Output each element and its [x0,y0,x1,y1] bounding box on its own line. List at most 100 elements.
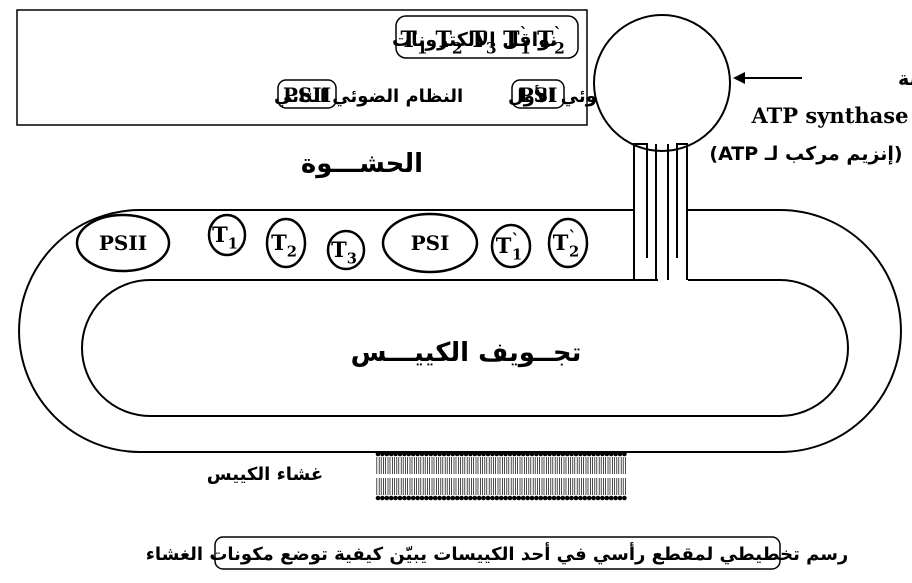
legend-carrier-3-sub: 3 [486,40,497,58]
legend-carrier-4-prime-mark: ` [520,24,528,43]
legend-psii-abbr: PSII [283,83,331,107]
lipid-tail [495,478,499,495]
lipid-head [384,495,390,501]
lipid-head [494,451,500,457]
lipid-head [569,451,574,457]
lipid-tail [433,457,437,474]
lipid-tail [407,478,411,495]
lipid-head [520,495,526,501]
lipid-head [468,495,473,501]
legend-carrier-1-base: T [400,27,417,53]
lipid-head [525,495,530,501]
lipid-tail [561,457,565,474]
lipid-head [582,451,588,457]
lipid-tail [570,478,574,495]
lipid-head [569,495,574,501]
lipid-tail [460,457,464,474]
lipid-head [551,451,557,457]
membrane-component-3-label-base: T [271,230,287,255]
lipid-tail [578,478,582,495]
lipid-head [441,495,447,501]
membrane-inner-line [81,279,849,417]
phospholipid-bilayer [375,451,627,501]
lipid-tail [587,457,591,474]
lipid-head [490,495,495,501]
lipid-head [393,495,398,501]
legend-carrier-2-sub: 2 [452,40,463,58]
membrane-component-5-label: PSI [411,231,450,255]
lipid-tail [464,457,468,474]
lipid-head [375,495,381,501]
membrane-component-6-label-prime-mark: ` [511,231,519,250]
lipid-tail [618,478,622,495]
lipid-head [419,495,425,501]
head-pointer-arrowhead [733,72,745,84]
lipid-tail [504,478,508,495]
lipid-tail [600,478,604,495]
legend-carrier-2-base: T [435,27,452,53]
legend-carrier-4-base: T [503,27,520,53]
membrane-component-4-shape [326,229,366,271]
lipid-tail [416,457,420,474]
lipid-tail [618,457,622,474]
lipid-head [432,495,438,501]
lipid-head [516,495,522,501]
lipid-head [622,495,627,501]
lipid-tail [504,457,508,474]
legend-carrier-1: T1 [400,27,427,58]
lipid-tail [398,478,402,495]
lipid-head [463,495,469,501]
lipid-tail [622,457,626,474]
lipid-tail [407,457,411,474]
lipid-tail [609,457,613,474]
lipid-tail [530,457,534,474]
membrane-component-3-shape [265,217,307,269]
lipid-head [476,495,482,501]
lipid-tail [548,478,552,495]
lipid-head [520,451,526,457]
lipid-tail [398,457,402,474]
atp-synthase-name: ATP synthase [751,103,909,128]
lipid-head [542,451,548,457]
lipid-tail [556,457,560,474]
membrane-component-2: T1 [207,213,247,257]
lumen-label: تجــويف الكييـــس [351,338,582,368]
lipid-tail [517,478,521,495]
lipid-head [503,451,508,457]
atp-stalk-right [676,143,688,280]
caption-frame [214,536,781,570]
thylakoid-membrane [18,209,902,453]
lipid-head [564,495,570,501]
lipid-head [402,495,407,501]
lipid-head [586,451,592,457]
caption-text: رسم تخطيطي لمقطع رأسي في أحد الكييسات يب… [146,542,849,565]
lipid-head [472,495,478,501]
lipid-tail [517,457,521,474]
lipid-tail [530,478,534,495]
lipid-tail [455,478,459,495]
lipid-tail [411,457,415,474]
lipid-tail [385,478,389,495]
lipid-head [507,495,513,501]
lipid-head [380,451,385,457]
lipid-tail [389,478,393,495]
membrane-component-2-shape [207,213,247,257]
lipid-head [591,451,596,457]
lipid-tail [596,478,600,495]
lipid-head [441,451,447,457]
lipid-head [415,495,420,501]
psi-rounded-box [511,79,565,109]
lipid-tail [512,478,516,495]
membrane-component-1-label-base: PSII [99,231,147,255]
lipid-tail [543,457,547,474]
lipid-tail [521,478,525,495]
atp-synthase-description: (إنزيم مركب لـ ATP) [709,143,902,165]
membrane-component-1-shape [75,213,171,273]
lipid-head [490,451,495,457]
lipid-head [534,451,539,457]
lipid-head [454,451,460,457]
lipid-tail [416,478,420,495]
lipid-head [450,451,456,457]
lipid-tail [468,478,472,495]
